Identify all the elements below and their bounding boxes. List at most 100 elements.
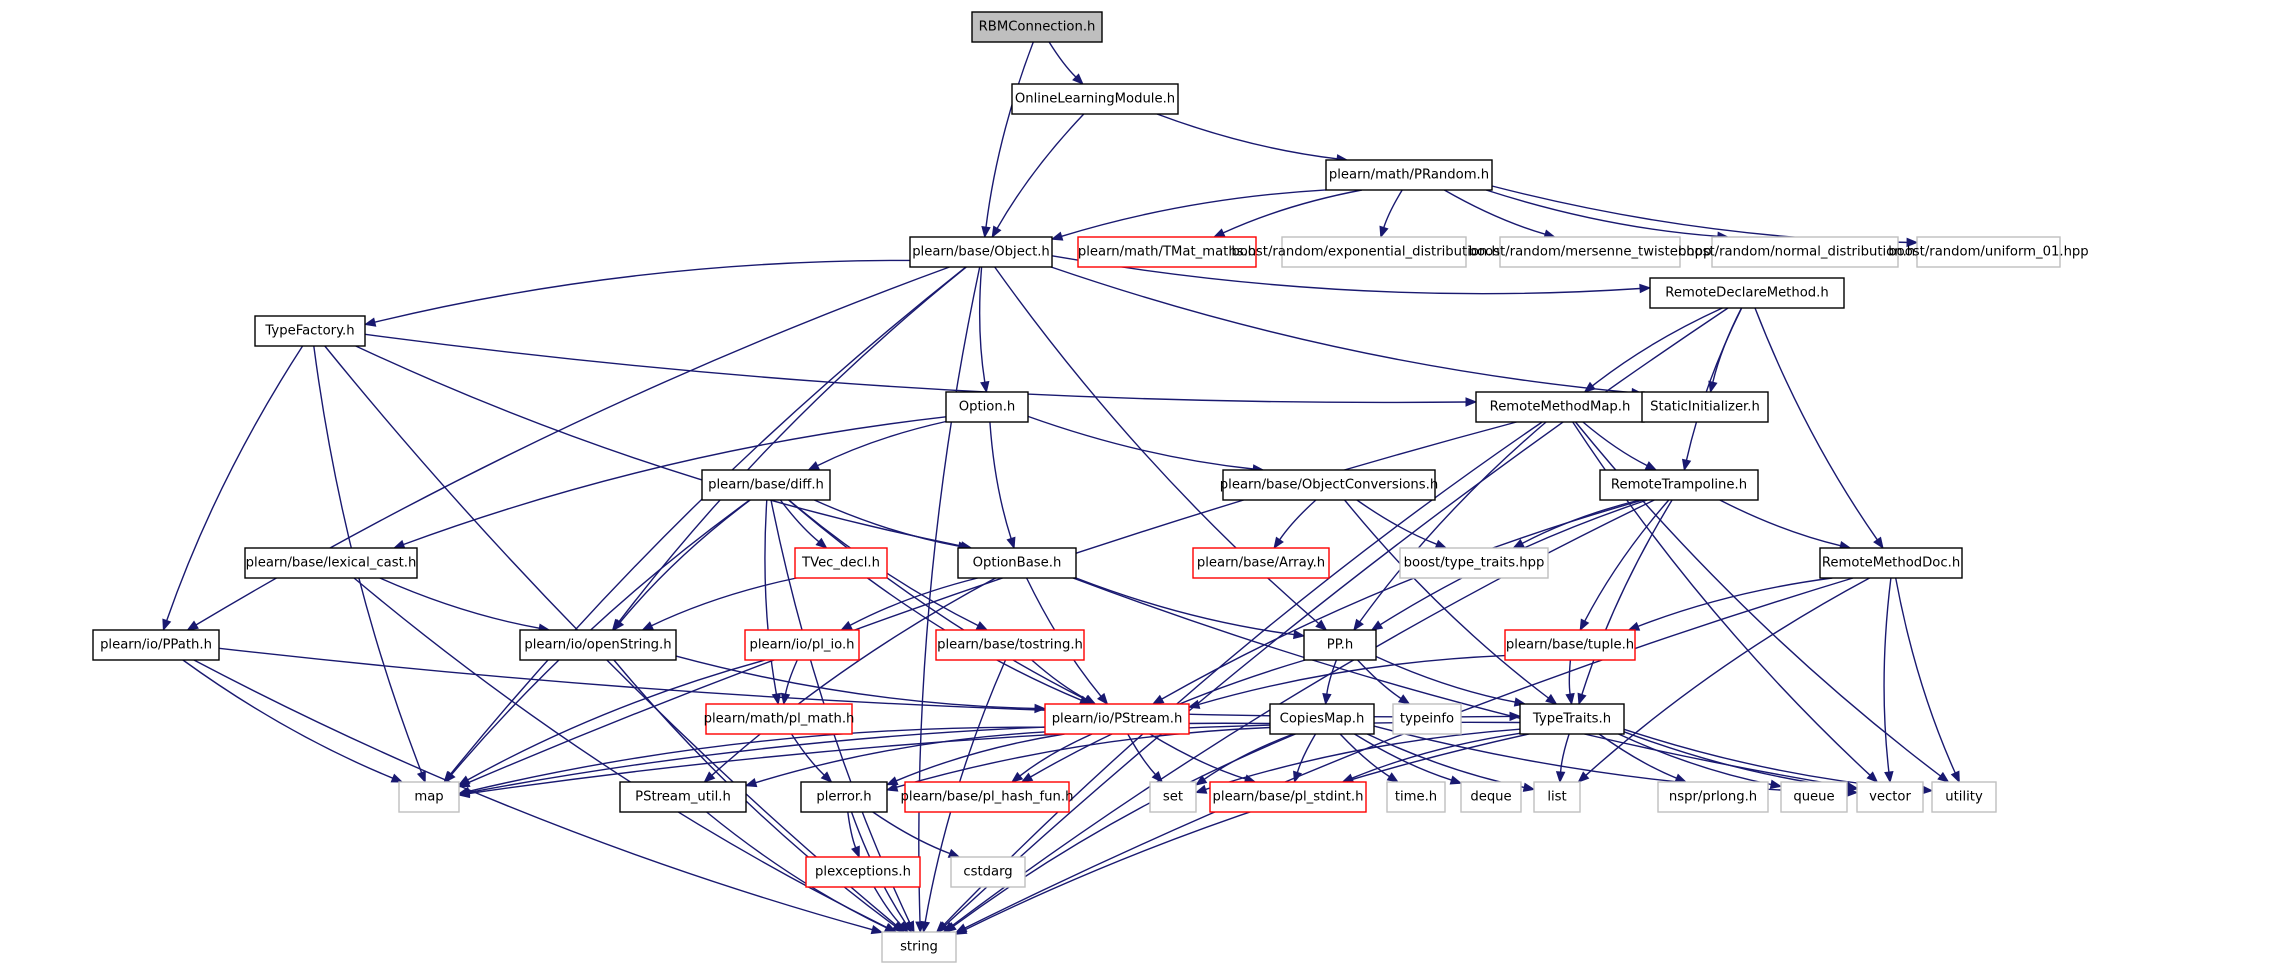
node-box	[1325, 159, 1493, 191]
node-label: plearn/base/diff.h	[708, 478, 824, 493]
node-label: map	[414, 790, 443, 805]
node-label: plearn/io/pl_io.h	[749, 638, 854, 653]
edge-rdm-to-rmdoc	[1754, 307, 1878, 541]
edge-arrowhead	[780, 692, 791, 706]
edge-arrowhead	[1583, 381, 1596, 393]
node-stdint[interactable]: plearn/base/pl_stdint.h	[1209, 781, 1367, 813]
node-psutil[interactable]: PStream_util.h	[619, 781, 747, 813]
node-rbm[interactable]: RBMConnection.h	[971, 11, 1103, 43]
edge-plerror-to-cstdarg	[872, 811, 951, 855]
node-label: RemoteMethodDoc.h	[1822, 556, 1960, 571]
node-array[interactable]: plearn/base/Array.h	[1192, 547, 1330, 579]
node-box	[254, 315, 366, 347]
edge-prandom-to-tmat	[1222, 189, 1363, 234]
node-box	[904, 781, 1070, 813]
edge-arrowhead	[1937, 771, 1950, 783]
edge-arrowhead	[186, 620, 199, 631]
node-label: plearn/base/pl_hash_fun.h	[901, 790, 1074, 805]
node-label: Option.h	[959, 400, 1016, 415]
node-ppath[interactable]: plearn/io/PPath.h	[92, 629, 220, 661]
node-tuple[interactable]: plearn/base/tuple.h	[1504, 629, 1636, 661]
edge-diff-to-pstream	[788, 499, 1086, 701]
edge-plio-to-map	[467, 659, 766, 781]
node-object[interactable]: plearn/base/Object.h	[909, 236, 1053, 268]
node-rdm[interactable]: RemoteDeclareMethod.h	[1649, 277, 1845, 309]
node-plio[interactable]: plearn/io/pl_io.h	[744, 629, 860, 661]
edge-arrowhead	[1315, 619, 1328, 631]
edge-arrowhead	[1509, 711, 1522, 722]
node-box	[244, 547, 418, 579]
edge-arrowhead	[444, 770, 456, 784]
edge-arrowhead	[1010, 771, 1024, 783]
edge-arrowhead	[162, 618, 172, 632]
node-tvec[interactable]: TVec_decl.h	[794, 547, 888, 579]
node-box	[1077, 236, 1257, 268]
edge-arrowhead	[815, 537, 828, 549]
node-tostring[interactable]: plearn/base/tostring.h	[935, 629, 1085, 661]
node-olm[interactable]: OnlineLearningModule.h	[1011, 83, 1179, 115]
edge-object-to-typefactory	[374, 259, 911, 323]
node-label: boost/random/normal_distribution.hpp	[1678, 245, 1932, 260]
node-box	[92, 629, 220, 661]
edge-rtramp-to-tuple	[1584, 499, 1670, 622]
node-plmath[interactable]: plearn/math/pl_math.h	[704, 703, 855, 735]
edge-typetraits-to-set	[1205, 728, 1521, 791]
node-openstr[interactable]: plearn/io/openString.h	[519, 629, 677, 661]
node-box	[1399, 547, 1549, 579]
node-rmm[interactable]: RemoteMethodMap.h	[1475, 391, 1645, 423]
node-copiesmap[interactable]: CopiesMap.h	[1269, 703, 1375, 735]
node-typefactory[interactable]: TypeFactory.h	[254, 315, 366, 347]
node-box	[1269, 703, 1375, 735]
edge-arrowhead	[840, 620, 853, 631]
node-diff[interactable]: plearn/base/diff.h	[701, 469, 831, 501]
node-plexc[interactable]: plexceptions.h	[805, 856, 921, 888]
edge-arrowhead	[1884, 771, 1894, 784]
edge-option-to-optbase	[989, 421, 1012, 539]
edge-openstr-to-string	[613, 659, 896, 927]
node-rtramp[interactable]: RemoteTrampoline.h	[1599, 469, 1759, 501]
node-pstream[interactable]: plearn/io/PStream.h	[1044, 703, 1190, 735]
node-bmt: boost/random/mersenne_twister.hpp	[1469, 236, 1711, 268]
edge-rbm-to-olm	[1048, 41, 1077, 78]
node-static[interactable]: StaticInitializer.h	[1641, 391, 1769, 423]
node-rmdoc[interactable]: RemoteMethodDoc.h	[1819, 547, 1963, 579]
edge-tvec-to-openstr	[651, 577, 797, 627]
edge-arrowhead	[1034, 703, 1047, 714]
edge-rbm-to-object	[985, 41, 1034, 228]
edge-arrowhead	[1293, 629, 1306, 640]
node-optbase[interactable]: OptionBase.h	[957, 547, 1077, 579]
node-box	[1499, 236, 1681, 268]
edge-arrowhead	[980, 380, 990, 394]
edge-object-to-map	[449, 266, 967, 775]
node-typetraits[interactable]: TypeTraits.h	[1519, 703, 1625, 735]
edge-arrowhead	[1072, 73, 1084, 85]
edge-arrowhead	[744, 778, 758, 788]
node-pp[interactable]: PP.h	[1303, 629, 1377, 661]
node-objconv[interactable]: plearn/base/ObjectConversions.h	[1220, 469, 1438, 501]
node-box	[935, 629, 1085, 661]
edge-openstr-to-pstream	[675, 655, 1036, 710]
node-label: TypeFactory.h	[264, 324, 354, 339]
node-box	[1386, 781, 1446, 813]
edge-olm-to-prandom	[1156, 113, 1338, 160]
node-box	[1303, 629, 1377, 661]
edge-arrowhead	[975, 621, 989, 631]
node-box	[1916, 236, 2061, 268]
edge-arrowhead	[1187, 699, 1201, 709]
edge-copiesmap-to-stdint	[1296, 733, 1317, 773]
edge-arrowhead	[1577, 692, 1587, 706]
edge-arrowhead	[807, 461, 820, 471]
node-box	[701, 469, 831, 501]
node-box	[1011, 83, 1179, 115]
node-tmat[interactable]: plearn/math/TMat_maths.h	[1077, 236, 1257, 268]
node-hashfun[interactable]: plearn/base/pl_hash_fun.h	[901, 781, 1074, 813]
edge-rtramp-to-rmdoc	[1719, 499, 1841, 547]
node-lexcast[interactable]: plearn/base/lexical_cast.h	[244, 547, 418, 579]
edge-arrowhead	[954, 925, 968, 935]
edge-rdm-to-string	[944, 307, 1729, 926]
node-plerror[interactable]: plerror.h	[800, 781, 888, 813]
node-prandom[interactable]: plearn/math/PRandom.h	[1325, 159, 1493, 191]
edge-rmm-to-pp	[1359, 421, 1547, 623]
node-option[interactable]: Option.h	[945, 391, 1029, 423]
